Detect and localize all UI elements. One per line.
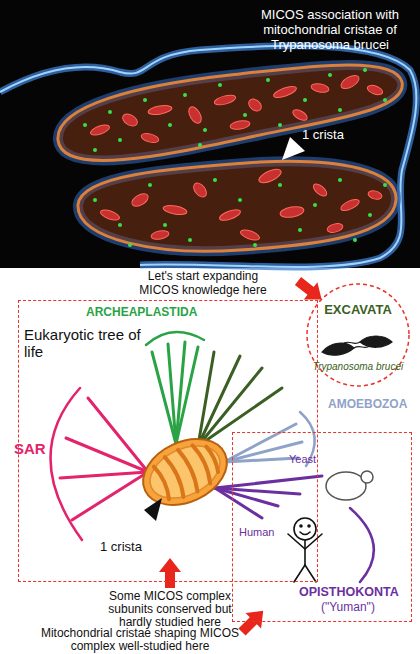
group-name: OPISTHOKONTA [299,585,411,599]
crista-pointer [282,137,305,160]
amoebozoa-branches [224,458,298,462]
tree-frame: Eukaryotic tree of life [18,300,318,582]
trypanosome-symbol [344,342,360,343]
human-symbol [288,518,322,582]
cristae [218,207,241,222]
cristae [140,132,159,144]
micos-dots [83,68,387,247]
human-symbol [294,565,316,582]
archaeplastida-branches [146,332,204,345]
cristae [326,222,344,234]
amoebozoa-branches [224,424,296,462]
callout-note: Some MICOS complex subunits conserved bu… [92,590,248,629]
cristae [279,205,304,219]
cristae [339,73,361,92]
cristae [130,191,151,209]
image-panel: MICOS association with mitochondrial cri… [0,0,420,268]
cristae [162,204,187,216]
group-frame: YeastHumanOPISTHOKONTA ("Yuman") [232,432,412,622]
crista-pointer [144,498,162,521]
group-name: AMOEBOZOA [328,398,418,412]
circle-outline [307,284,409,386]
frame-heading: Eukaryotic tree of life [24,326,154,361]
membrane-ribbon [0,46,416,267]
group-nickname: ("Yuman") [321,601,401,615]
membrane-ribbon [0,46,416,267]
cristae [89,123,111,137]
cristae [239,228,261,242]
sar-branches [50,388,148,540]
cristae [310,82,329,93]
callout-label: 1 crista [302,128,372,143]
cristae [99,208,121,222]
membrane-ribbon [0,46,416,267]
mitochondrion-symbol [132,426,237,518]
trypanosome-symbol [360,336,392,347]
cristae [186,105,204,126]
trypanosome-symbol [322,336,392,355]
callout-note: Mitochondrial cristae shaping MICOS comp… [40,627,240,653]
cristae [291,108,309,123]
cristae [367,189,383,200]
opisthokonta-branches [350,508,374,582]
cristae [366,84,384,97]
sar-branches [72,472,148,520]
archaeplastida-branches [168,344,176,444]
species-name: Trypanosoma brucei [306,361,410,373]
cristae [191,181,209,200]
human-symbol [304,540,306,565]
sar-branches [66,438,148,472]
cristae [89,73,384,243]
species-name: Yeast [289,453,329,466]
cristae [121,112,140,129]
mitochondrion-lower [78,161,396,251]
mitochondrion-lower [78,161,396,251]
opisthokonta-branches [215,488,278,506]
sar-branches [60,472,148,478]
mitochondrion-symbol [132,426,237,518]
human-symbol [288,534,322,549]
callout-label: 1 crista [100,540,160,555]
yeast-symbol [361,471,373,483]
mitochondrion-symbol [142,436,229,509]
mitochondrion-lower [78,161,396,251]
cristae [272,84,297,100]
sar-branches [50,388,82,540]
group-name: ARCHEAPLASTIDA [86,306,216,320]
cristae [229,119,250,130]
cristae [246,97,263,114]
opisthokonta-branches [215,488,262,518]
cristae [311,182,328,198]
species-name: Human [239,526,279,539]
group-name: EXCAVATA [306,303,410,318]
human-symbol [300,532,310,535]
callout-arrow [159,558,181,588]
image-background [0,0,420,268]
callout-arrow [159,272,328,639]
archaeplastida-branches [146,332,204,444]
cristae [150,229,169,240]
trypanosome-symbol [322,343,354,355]
panel-heading: MICOS association with mitochondrial cri… [246,8,414,53]
cristae [147,104,172,116]
cristae [339,197,361,213]
human-symbol [294,518,316,540]
cristae [257,166,283,185]
yeast-symbol [326,472,366,500]
mitochondrion-symbol [152,438,224,504]
callout-arrow [291,272,328,308]
cristae [213,93,236,106]
group-name: SAR [14,440,54,457]
human-symbol [308,525,310,527]
archaeplastida-branches [176,347,198,444]
human-symbol [300,525,302,527]
yeast-symbol [326,471,373,500]
callout-note: Let's start expanding MICOS knowledge he… [128,270,278,298]
focus-circle: EXCAVATA Trypanosoma brucei [306,283,410,387]
